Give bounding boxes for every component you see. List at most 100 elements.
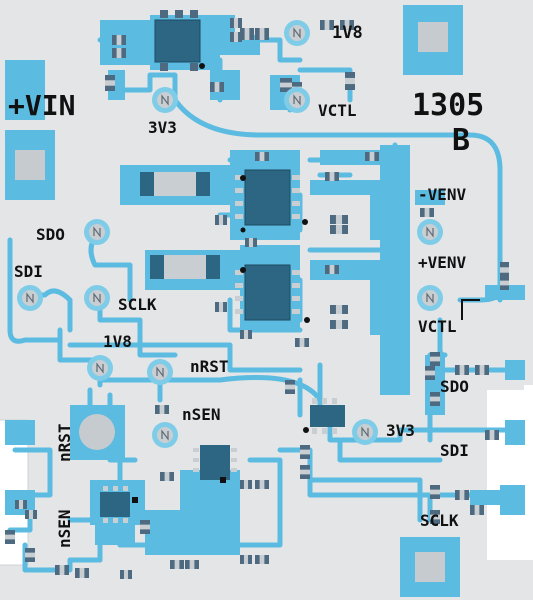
label-nrst-mid: nRST (190, 357, 229, 376)
passive-component (255, 152, 269, 161)
passive-component (470, 505, 484, 515)
passive-components (5, 18, 509, 579)
passive-component (425, 366, 435, 380)
test-point-icon (417, 285, 443, 311)
test-point-icon (84, 285, 110, 311)
test-point-icon (84, 219, 110, 245)
passive-component (5, 530, 15, 544)
passive-component (255, 28, 269, 40)
passive-component (280, 78, 292, 92)
test-point-icon (284, 87, 310, 113)
passive-component (500, 276, 509, 290)
passive-component (140, 520, 150, 534)
passive-component (255, 480, 269, 489)
passive-component (215, 302, 227, 312)
label-1v8-top: 1V8 (332, 23, 363, 43)
label-sdi-left: SDI (14, 262, 43, 281)
mounting-holes (5, 5, 463, 597)
passive-component (325, 172, 339, 181)
test-point-icon (284, 20, 310, 46)
test-point-icon (147, 359, 173, 385)
passive-component (300, 465, 310, 479)
ic-packages (100, 10, 345, 523)
vctl-marker-line (461, 299, 480, 320)
label-3v3-mid: 3V3 (386, 421, 415, 440)
test-point-icon (352, 419, 378, 445)
passive-component (55, 565, 69, 575)
passive-component (330, 305, 348, 314)
mounting-hole-icon (400, 537, 460, 597)
passive-component (330, 320, 348, 329)
mounting-hole-icon (5, 135, 55, 195)
label-sdi-right: SDI (440, 441, 469, 460)
passive-component (340, 20, 354, 30)
test-point-icon (87, 355, 113, 381)
passive-component (240, 28, 254, 40)
passive-component (245, 238, 257, 247)
logic-ic (193, 445, 237, 483)
buffer-ic (100, 486, 138, 523)
passive-component (420, 208, 434, 217)
label-3v3-top: 3V3 (148, 118, 177, 137)
label-nrst-side: nRST (55, 423, 74, 462)
label-venv-pos: +VENV (418, 253, 467, 272)
passive-component (240, 330, 252, 339)
test-point-icon (152, 422, 178, 448)
passive-component (455, 365, 469, 375)
passive-component (25, 548, 35, 562)
label-sclk-right: SCLK (420, 511, 459, 530)
label-vctl-right: VCTL (418, 317, 457, 336)
passive-component (285, 380, 295, 394)
passive-component (215, 215, 227, 225)
passive-component (320, 20, 334, 30)
label-nsen-side: nSEN (55, 509, 74, 548)
passive-component (475, 365, 489, 375)
regulator-ic (154, 10, 205, 71)
label-1v8-mid: 1V8 (103, 332, 132, 351)
test-points (17, 20, 443, 448)
test-point-icon (17, 285, 43, 311)
passive-component (112, 48, 126, 58)
passive-component (330, 225, 348, 234)
passive-component (430, 485, 440, 499)
inductors (140, 172, 220, 279)
label-sdo-right: SDO (440, 377, 469, 396)
silkscreen: +VIN 1305 B 1V8 3V3 VCTL -VENV +VENV VCT… (8, 23, 484, 548)
passive-component (300, 445, 310, 459)
mounting-hole-icon (70, 405, 125, 460)
passive-component (430, 392, 440, 406)
label-vctl-top: VCTL (318, 101, 357, 120)
part-number: 1305 (412, 88, 484, 123)
passive-component (430, 352, 440, 366)
vin-label: +VIN (8, 89, 75, 122)
label-venv-neg: -VENV (418, 185, 467, 204)
label-sclk-left: SCLK (118, 295, 157, 314)
board-revision: B (452, 123, 470, 158)
driver-ic-1 (235, 169, 300, 226)
passive-component (120, 570, 132, 579)
passive-component (210, 82, 224, 92)
passive-component (430, 510, 440, 524)
passive-component (25, 510, 37, 519)
interface-ic (303, 398, 345, 434)
passive-component (255, 555, 269, 564)
passive-component (240, 480, 252, 489)
passive-component (330, 215, 348, 224)
driver-ic-2 (235, 264, 300, 321)
vias (240, 219, 310, 323)
passive-component (345, 72, 355, 90)
passive-component (455, 490, 469, 500)
passive-component (170, 560, 184, 569)
passive-component (105, 75, 115, 91)
passive-component (15, 500, 27, 509)
passive-component (160, 472, 174, 481)
passive-component (75, 568, 89, 578)
passive-component (240, 555, 252, 564)
passive-component (295, 338, 309, 347)
passive-component (185, 560, 199, 569)
passive-component (112, 35, 126, 45)
passive-component (325, 265, 339, 274)
test-point-icon (417, 219, 443, 245)
